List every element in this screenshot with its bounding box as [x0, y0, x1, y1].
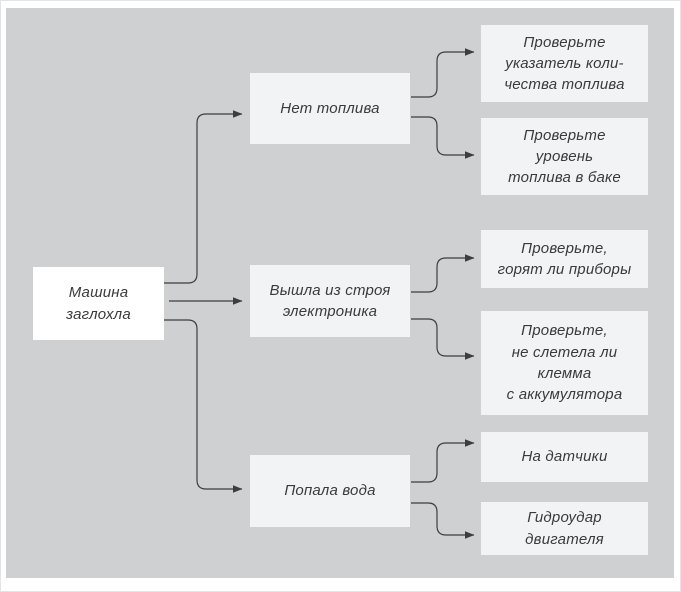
node-cause-no-fuel: Нет топлива	[250, 73, 410, 144]
node-cause-water-ingress: Попала вода	[250, 455, 410, 527]
node-check-instruments-lit: Проверьте,горят ли приборы	[481, 230, 648, 288]
node-check-on-sensors: На датчики	[481, 432, 648, 482]
